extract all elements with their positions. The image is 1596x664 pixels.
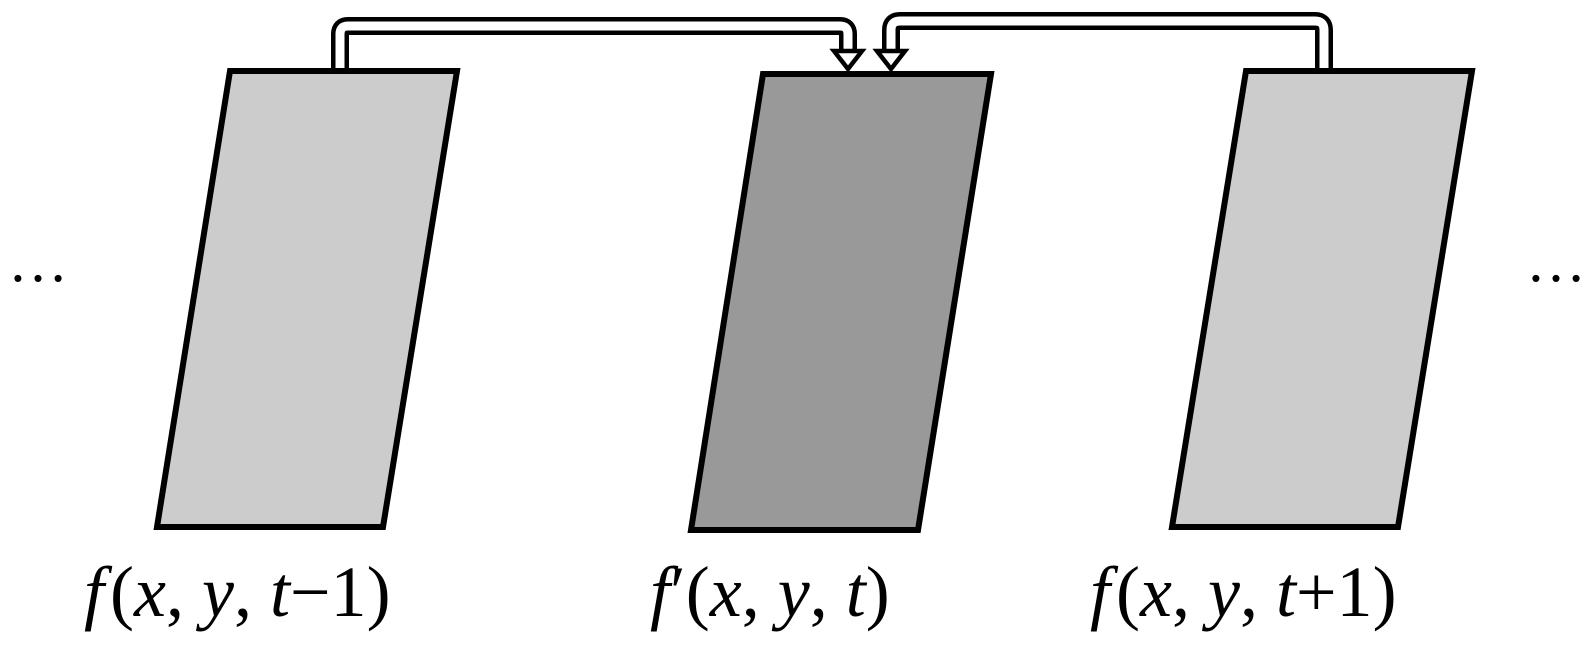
ellipsis-left: …: [8, 228, 68, 294]
arrow-head-icon: [872, 48, 910, 73]
frame-next: [1168, 68, 1476, 530]
frame-current: [687, 71, 995, 533]
arrow-head-icon: [829, 48, 867, 73]
label-current-frame: f′(x, y, t): [650, 552, 890, 632]
frame-previous: [153, 68, 461, 530]
ellipsis-right: …: [1526, 228, 1586, 294]
label-next-frame: f(x, y, t+1): [1090, 552, 1397, 632]
label-previous-frame: f(x, y, t−1): [84, 552, 391, 632]
arrow-next-to-current: [872, 12, 1333, 74]
arrow-previous-to-current: [331, 17, 867, 74]
